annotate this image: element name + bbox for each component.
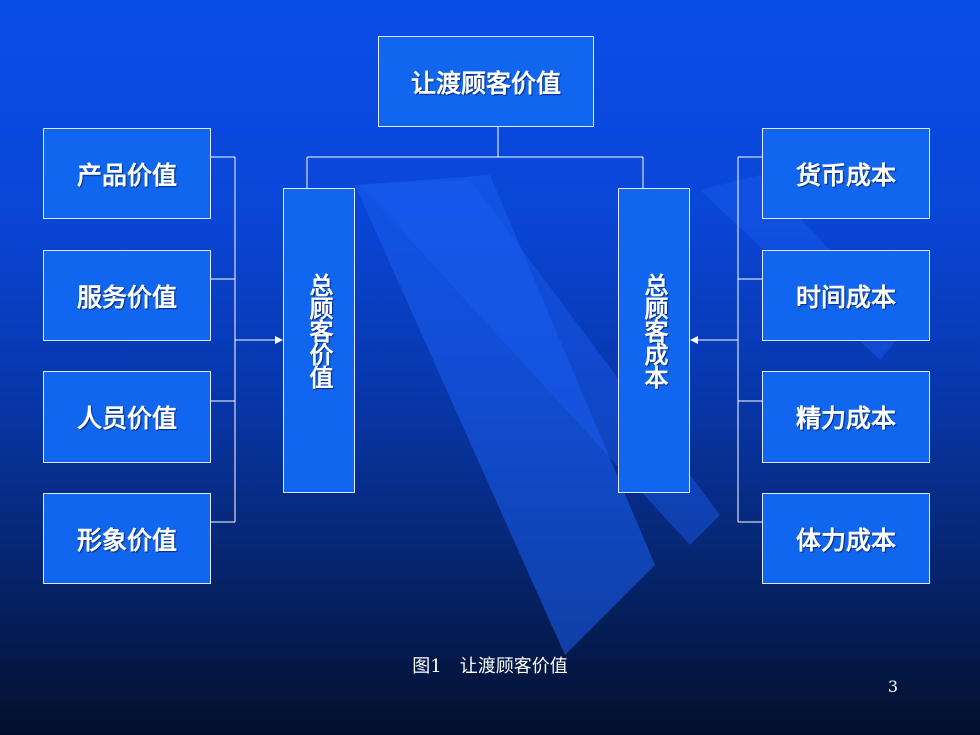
value-item-label: 服务价值	[76, 282, 177, 312]
cost-item-label: 精力成本	[795, 404, 896, 433]
arrow-right-icon	[275, 336, 283, 344]
cost-item-monetary: 货币成本	[762, 128, 930, 219]
value-item-personnel: 人员价值	[43, 371, 211, 463]
total-value-box: 总顾客价值	[283, 188, 355, 493]
diagonal-stripe	[355, 175, 655, 655]
value-item-label: 形象价值	[76, 525, 177, 555]
figure-caption: 图1 让渡顾客价值	[412, 656, 568, 677]
total-cost-label: 总顾客成本	[640, 273, 668, 388]
value-item-product: 产品价值	[43, 128, 211, 219]
total-value-label: 总顾客价值	[305, 273, 333, 388]
top-node-label: 让渡顾客价值	[410, 68, 561, 98]
total-cost-box: 总顾客成本	[618, 188, 690, 493]
value-item-label: 产品价值	[76, 160, 177, 190]
value-item-image: 形象价值	[43, 493, 211, 584]
cost-item-physical: 体力成本	[762, 493, 930, 584]
cost-item-energy: 精力成本	[762, 371, 930, 463]
value-item-service: 服务价值	[43, 250, 211, 341]
cost-item-label: 时间成本	[795, 282, 896, 312]
cost-item-label: 货币成本	[795, 160, 896, 190]
page-number: 3	[887, 677, 899, 696]
cost-item-label: 体力成本	[795, 525, 896, 555]
value-item-label: 人员价值	[76, 404, 177, 433]
top-node-box: 让渡顾客价值	[378, 36, 594, 127]
cost-item-time: 时间成本	[762, 250, 930, 341]
arrow-left-icon	[690, 336, 698, 344]
